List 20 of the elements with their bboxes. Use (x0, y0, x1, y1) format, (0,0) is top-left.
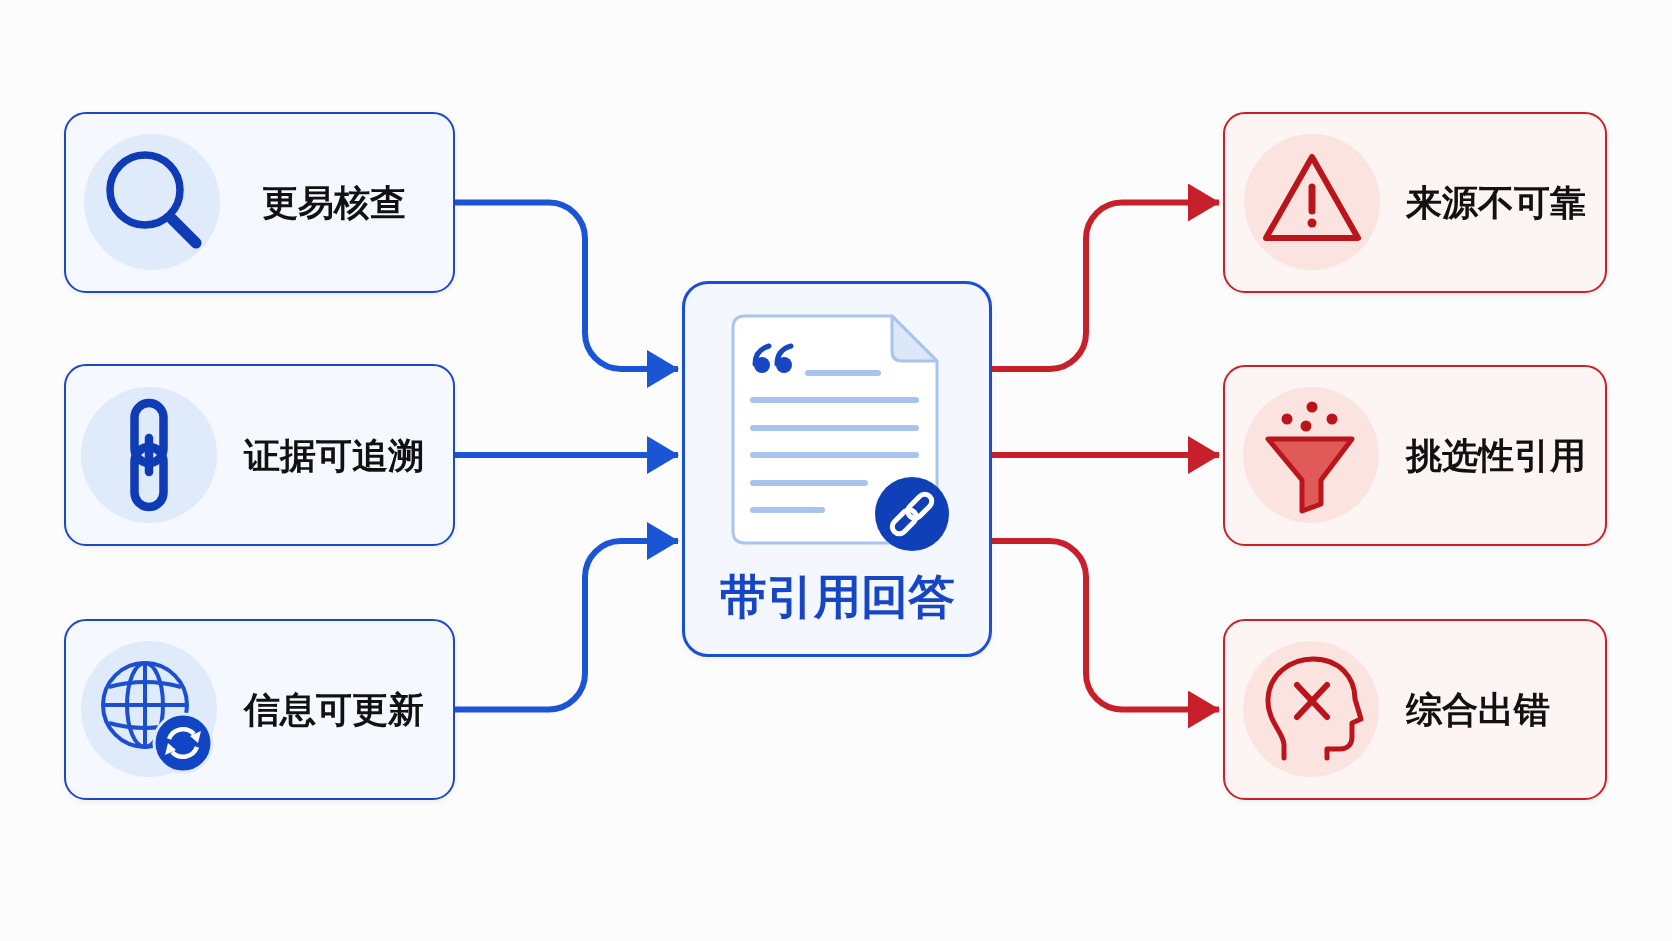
rounded-box (1223, 112, 1607, 293)
node-label: 综合出错 (1405, 689, 1550, 731)
rounded-box (1223, 619, 1607, 800)
arrow (455, 436, 679, 474)
node-label: 带引用回答 (719, 570, 955, 624)
rounded-box (1223, 365, 1607, 546)
arrow (992, 436, 1220, 474)
rounded-box (64, 112, 455, 293)
rounded-box (64, 619, 455, 800)
rounded-box (682, 281, 992, 657)
rounded-box (64, 364, 455, 546)
node-label: 信息可更新 (243, 689, 424, 731)
arrow (992, 183, 1220, 372)
node-label: 更易核查 (261, 182, 406, 224)
arrow (455, 522, 679, 713)
node-label: 证据可追溯 (243, 434, 424, 477)
arrow (455, 199, 679, 388)
arrow (992, 538, 1220, 729)
node-label: 挑选性引用 (1405, 435, 1586, 477)
node-label: 来源不可靠 (1405, 182, 1586, 224)
